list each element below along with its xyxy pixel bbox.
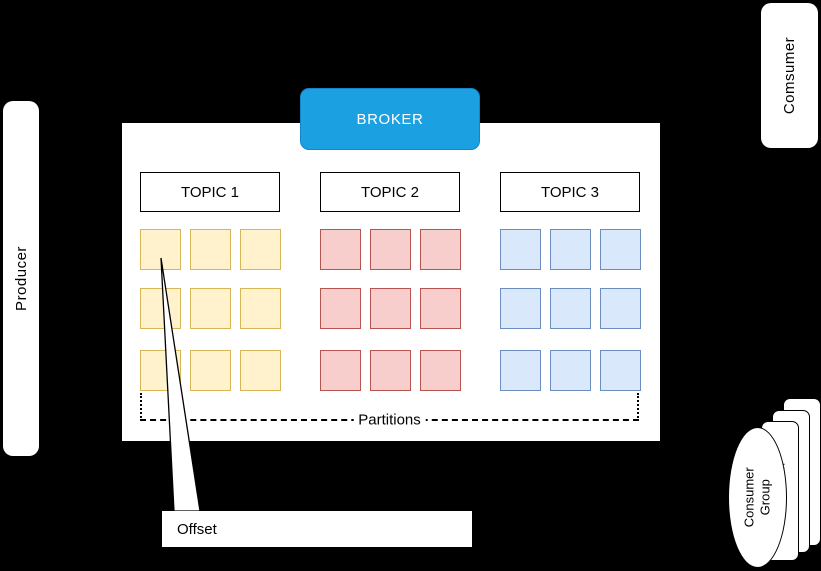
partition-cell-topic2-r2c1 xyxy=(320,288,361,329)
partition-cell-topic1-r3c1 xyxy=(140,350,181,391)
partition-cell-topic1-r3c3 xyxy=(240,350,281,391)
partition-cell-topic1-r2c2 xyxy=(190,288,231,329)
partition-cell-topic1-r2c3 xyxy=(240,288,281,329)
partition-cell-topic3-r2c1 xyxy=(500,288,541,329)
offset-label-box: Offset xyxy=(162,511,472,547)
partition-cell-topic3-r2c3 xyxy=(600,288,641,329)
topic-header-2: TOPIC 2 xyxy=(320,172,460,212)
partition-cell-topic2-r3c3 xyxy=(420,350,461,391)
consumer-label: Comsumer xyxy=(781,36,799,115)
partition-cell-topic2-r2c2 xyxy=(370,288,411,329)
broker-label: BROKER xyxy=(356,110,424,128)
partition-cell-topic3-r3c1 xyxy=(500,350,541,391)
producer-label: Producer xyxy=(12,246,30,311)
partition-cell-topic1-r3c2 xyxy=(190,350,231,391)
partition-cell-topic1-r1c3 xyxy=(240,229,281,270)
partition-cell-topic3-r1c1 xyxy=(500,229,541,270)
partition-cell-topic3-r3c3 xyxy=(600,350,641,391)
partition-cell-topic2-r1c2 xyxy=(370,229,411,270)
partition-cell-topic2-r2c3 xyxy=(420,288,461,329)
consumer-group-ellipse: Consumer Group xyxy=(728,427,787,568)
partition-cell-topic2-r3c2 xyxy=(370,350,411,391)
partition-cell-topic3-r1c2 xyxy=(550,229,591,270)
topic-label: TOPIC 2 xyxy=(360,183,420,201)
offset-label: Offset xyxy=(177,520,217,538)
topic-header-3: TOPIC 3 xyxy=(500,172,640,212)
partitions-label: Partitions xyxy=(353,411,426,429)
topic-label: TOPIC 1 xyxy=(180,183,240,201)
partition-cell-topic1-r1c2 xyxy=(190,229,231,270)
partition-cell-topic1-r2c1 xyxy=(140,288,181,329)
broker-node: BROKER xyxy=(300,88,480,150)
producer-node: Producer xyxy=(3,101,39,456)
partition-cell-topic1-r1c1 xyxy=(140,229,181,270)
consumer-node: Comsumer xyxy=(761,3,818,148)
partition-cell-topic3-r3c2 xyxy=(550,350,591,391)
partitions-bracket: Partitions xyxy=(140,393,639,429)
consumer-group-label: Consumer Group xyxy=(741,467,773,528)
topic-header-1: TOPIC 1 xyxy=(140,172,280,212)
partition-cell-topic2-r1c3 xyxy=(420,229,461,270)
topic-label: TOPIC 3 xyxy=(540,183,600,201)
partition-cell-topic2-r1c1 xyxy=(320,229,361,270)
partition-cell-topic2-r3c1 xyxy=(320,350,361,391)
partition-cell-topic3-r1c3 xyxy=(600,229,641,270)
partition-cell-topic3-r2c2 xyxy=(550,288,591,329)
